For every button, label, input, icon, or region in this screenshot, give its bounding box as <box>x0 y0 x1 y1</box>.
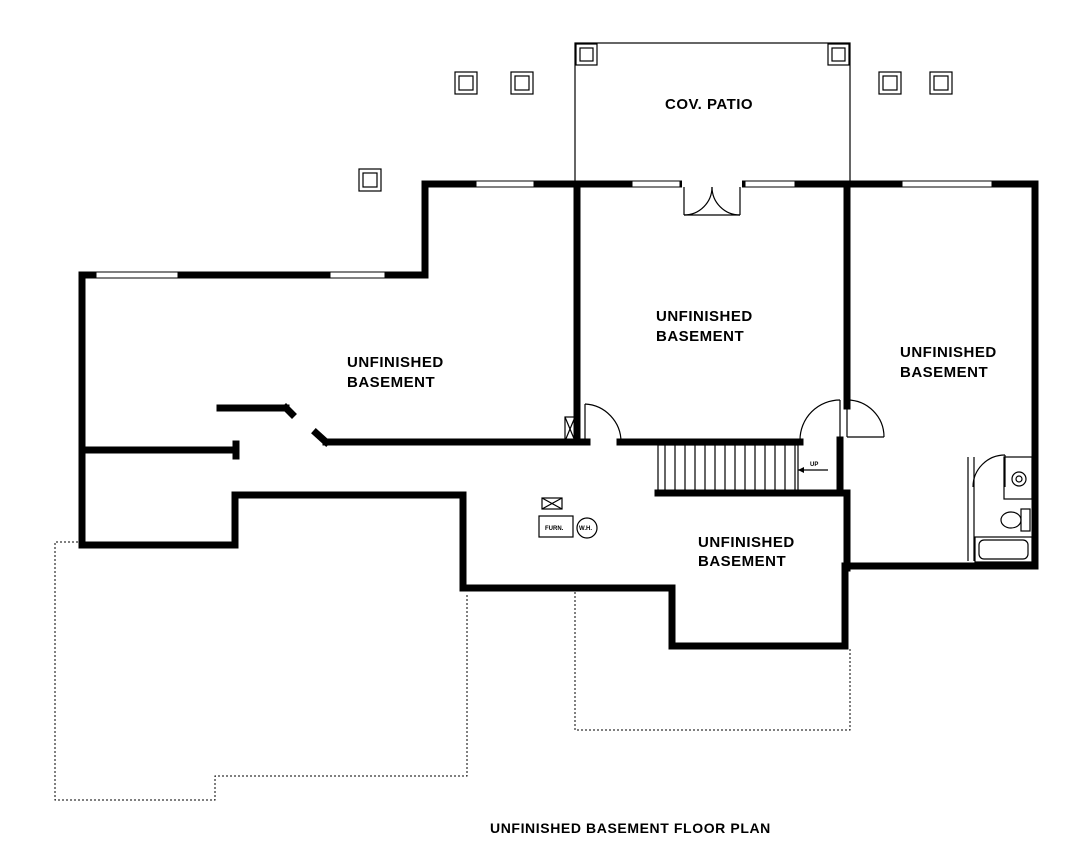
window <box>475 180 535 188</box>
window <box>329 271 386 279</box>
room-label: BASEMENT <box>698 553 786 570</box>
door <box>846 399 885 438</box>
post <box>454 71 478 95</box>
room-label: UNFINISHED <box>656 308 753 325</box>
patio-post <box>575 43 598 66</box>
patio-double-door <box>682 180 742 216</box>
stairs <box>657 444 828 494</box>
post <box>878 71 902 95</box>
post <box>510 71 534 95</box>
window <box>95 271 179 279</box>
water-heater-label: W.H. <box>579 526 592 532</box>
plan-title: UNFINISHED BASEMENT FLOOR PLAN <box>490 820 771 836</box>
furnace-label: FURN. <box>545 526 564 532</box>
door <box>972 454 1006 488</box>
garage-outline <box>54 541 468 801</box>
interior-wall <box>311 428 331 447</box>
door <box>584 403 622 443</box>
room-label: UNFINISHED <box>698 534 795 551</box>
exterior-wall <box>78 180 1039 650</box>
chase-box <box>564 416 576 442</box>
room-label: BASEMENT <box>347 374 435 391</box>
post <box>929 71 953 95</box>
covered-patio <box>574 42 851 184</box>
furnace <box>538 497 574 538</box>
post <box>358 168 382 192</box>
room-label: UNFINISHED <box>347 354 444 371</box>
room-label: BASEMENT <box>900 364 988 381</box>
water-heater <box>576 517 598 539</box>
patio-label: COV. PATIO <box>665 96 753 113</box>
window <box>631 180 681 188</box>
bathroom-fixtures <box>967 456 1033 563</box>
patio-post <box>827 43 850 66</box>
room-label: UNFINISHED <box>900 344 997 361</box>
window <box>901 180 993 188</box>
stair-up-label: UP <box>810 462 818 468</box>
window <box>744 180 796 188</box>
door <box>799 399 841 441</box>
room-label: BASEMENT <box>656 328 744 345</box>
deck-outline <box>574 592 851 731</box>
interior-wall <box>281 403 297 419</box>
